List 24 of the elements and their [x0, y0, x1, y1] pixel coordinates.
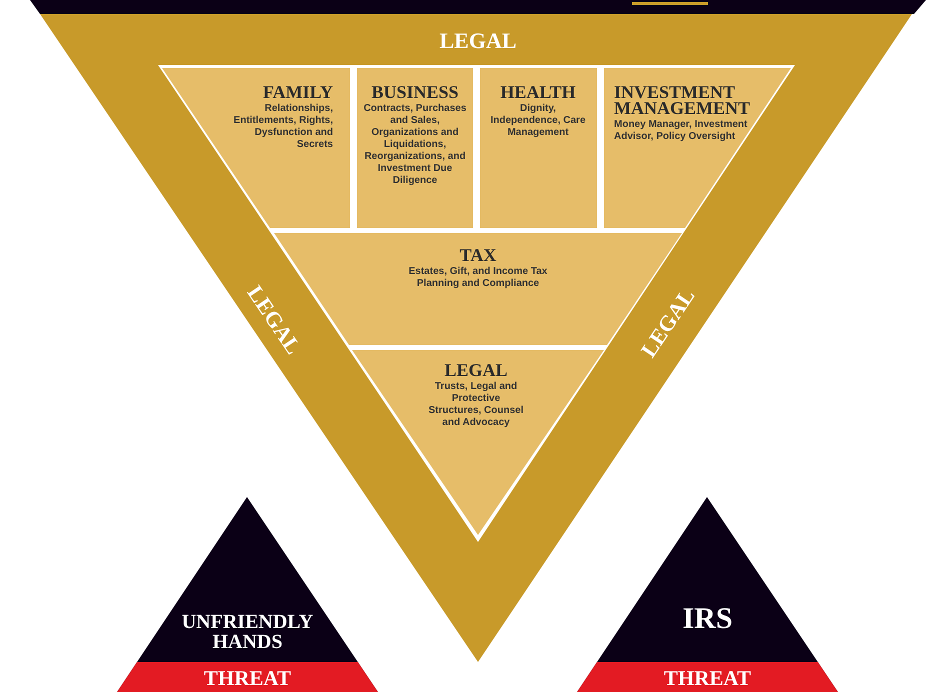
- threat-label: UNFRIENDLY HANDS: [180, 612, 314, 652]
- topic-panel: [480, 68, 597, 228]
- panel-heading: BUSINESS: [370, 84, 460, 100]
- topic-panel: [162, 68, 350, 228]
- panel-description: Estates, Gift, and Income Tax Planning and Compliance: [408, 266, 548, 290]
- panel-heading: HEALTH: [499, 84, 577, 100]
- threat-band-label: THREAT: [202, 666, 292, 690]
- topic-panel: [357, 68, 473, 228]
- panel-description: Trusts, Legal and Protective Structures, Counsel and Advocacy: [428, 381, 524, 429]
- topic-panel: [352, 350, 604, 535]
- threat-label: IRS: [681, 604, 734, 634]
- panel-heading: LEGAL: [443, 362, 509, 378]
- panel-description: Money Manager, Investment Advisor, Policy Oversight: [614, 119, 748, 143]
- panel-heading: INVESTMENT MANAGEMENT: [614, 84, 751, 116]
- panel-heading: FAMILY: [262, 84, 333, 100]
- threat-triangle: [117, 497, 378, 692]
- band-label: LEGAL: [439, 28, 517, 54]
- threat-triangle: [577, 497, 838, 692]
- threat-band-label: THREAT: [662, 666, 752, 690]
- panel-description: Dignity, Independence, Care Management: [489, 103, 587, 139]
- topic-panel: [604, 68, 791, 228]
- panel-heading: TAX: [458, 247, 498, 263]
- panel-description: Contracts, Purchases and Sales, Organizations and Liquidations, Reorganizations, and Investment Due Diligence: [362, 103, 468, 187]
- panel-description: Relationships, Entitlements, Rights, Dysfunction and Secrets: [233, 103, 333, 151]
